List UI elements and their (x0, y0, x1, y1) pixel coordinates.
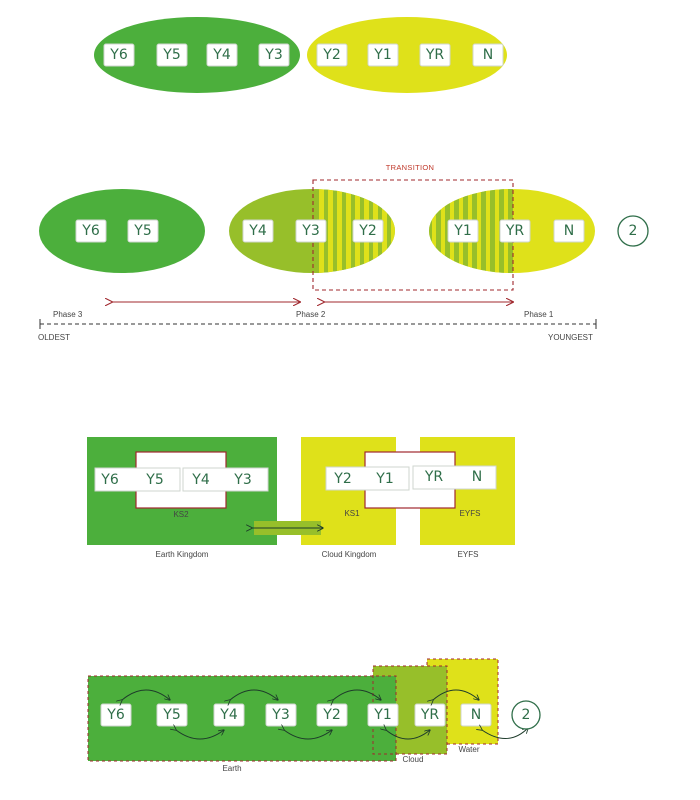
year-label: Y5 (162, 707, 180, 723)
year-label: Y6 (106, 707, 125, 723)
year-box: Y6 (75, 219, 107, 243)
year-label: YR (505, 223, 525, 239)
year-box: Y4 Y3 (182, 467, 269, 492)
earth-kingdom-label: Earth Kingdom (156, 550, 209, 559)
year-label: YR (424, 469, 444, 485)
year-label: YR (425, 47, 445, 63)
cloud-kingdom-label: Cloud Kingdom (322, 550, 377, 559)
year-box: Y5 (156, 43, 188, 67)
row2-boxes: Y6 Y5 Y4 Y3 Y2 Y1 YR N (75, 219, 585, 243)
year-box: Y4 (242, 219, 274, 243)
year-box: Y4 (213, 703, 245, 727)
row1-green-ellipse (94, 17, 300, 93)
year-box: N (460, 703, 492, 727)
year-box: Y6 Y5 (94, 467, 181, 492)
cloud-area-outline (372, 665, 448, 755)
eyfs-inner-label: EYFS (460, 509, 481, 518)
year-label: Y3 (233, 472, 251, 488)
year-label: Y3 (271, 707, 289, 723)
year-label: Y4 (191, 472, 210, 488)
badge-label: 2 (522, 707, 531, 723)
row4-badge: 2 (511, 700, 541, 730)
year-box: Y3 (265, 703, 297, 727)
year-label: Y4 (219, 707, 238, 723)
year-label: Y3 (264, 47, 282, 63)
year-label: Y1 (453, 223, 471, 239)
row1-ellipses (94, 17, 507, 93)
phase1-label: Phase 1 (524, 310, 554, 319)
earth-label: Earth (222, 764, 241, 773)
year-label: Y5 (133, 223, 151, 239)
year-label: YR (420, 707, 440, 723)
year-box: Y2 (316, 703, 348, 727)
row1-yellow-ellipse (307, 17, 507, 93)
year-box: Y5 (156, 703, 188, 727)
row1-boxes: Y6 Y5 Y4 Y3 Y2 Y1 YR N (103, 43, 504, 67)
year-box: N (472, 43, 504, 67)
phase2-label: Phase 2 (296, 310, 326, 319)
youngest-label: YOUNGEST (548, 333, 593, 342)
eyfs-outer-label: EYFS (458, 550, 479, 559)
year-box: Y5 (127, 219, 159, 243)
year-label: Y2 (333, 471, 351, 487)
year-box: YR (499, 219, 531, 243)
year-box: Y1 (367, 43, 399, 67)
year-label: Y6 (81, 223, 100, 239)
year-label: Y1 (375, 471, 393, 487)
year-label: N (564, 223, 574, 239)
row4-link-arrows (122, 689, 528, 740)
year-label: N (471, 707, 481, 723)
year-box: Y6 (103, 43, 135, 67)
row2-left-ellipse (39, 189, 205, 273)
age-axis (39, 319, 597, 329)
year-box: Y2 (316, 43, 348, 67)
year-box: Y1 (367, 703, 399, 727)
year-label: Y2 (358, 223, 376, 239)
transition-label: TRANSITION (386, 163, 434, 172)
year-box: Y2 Y1 (325, 466, 410, 491)
row2-badge: 2 (617, 215, 649, 247)
oldest-label: OLDEST (38, 333, 70, 342)
row3-boxes: Y6 Y5 Y4 Y3 Y2 Y1 YR N (94, 465, 497, 492)
badge-label: 2 (629, 223, 638, 239)
phase3-label: Phase 3 (53, 310, 83, 319)
ks1-label: KS1 (344, 509, 360, 518)
year-box: N (553, 219, 585, 243)
year-box: Y1 (447, 219, 479, 243)
year-label: Y6 (109, 47, 128, 63)
year-label: Y6 (100, 472, 119, 488)
year-label: Y2 (322, 47, 340, 63)
year-label: Y1 (373, 707, 391, 723)
year-label: Y5 (145, 472, 163, 488)
year-label: Y2 (322, 707, 340, 723)
year-box: YR N (412, 465, 497, 490)
year-box: Y4 (206, 43, 238, 67)
year-box: Y3 (258, 43, 290, 67)
year-label: Y3 (301, 223, 319, 239)
year-label: Y5 (162, 47, 180, 63)
year-box: Y6 (100, 703, 132, 727)
water-label: Water (458, 745, 479, 754)
year-label: Y1 (373, 47, 391, 63)
year-label: Y4 (248, 223, 267, 239)
year-box: YR (414, 703, 446, 727)
row4-boxes: Y6 Y5 Y4 Y3 Y2 Y1 YR N (100, 703, 492, 727)
year-label: Y4 (212, 47, 231, 63)
ks2-label: KS2 (173, 510, 189, 519)
year-label: N (483, 47, 493, 63)
year-box: YR (419, 43, 451, 67)
year-box: Y2 (352, 219, 384, 243)
cloud-label: Cloud (403, 755, 424, 764)
year-label: N (472, 469, 482, 485)
year-box: Y3 (295, 219, 327, 243)
